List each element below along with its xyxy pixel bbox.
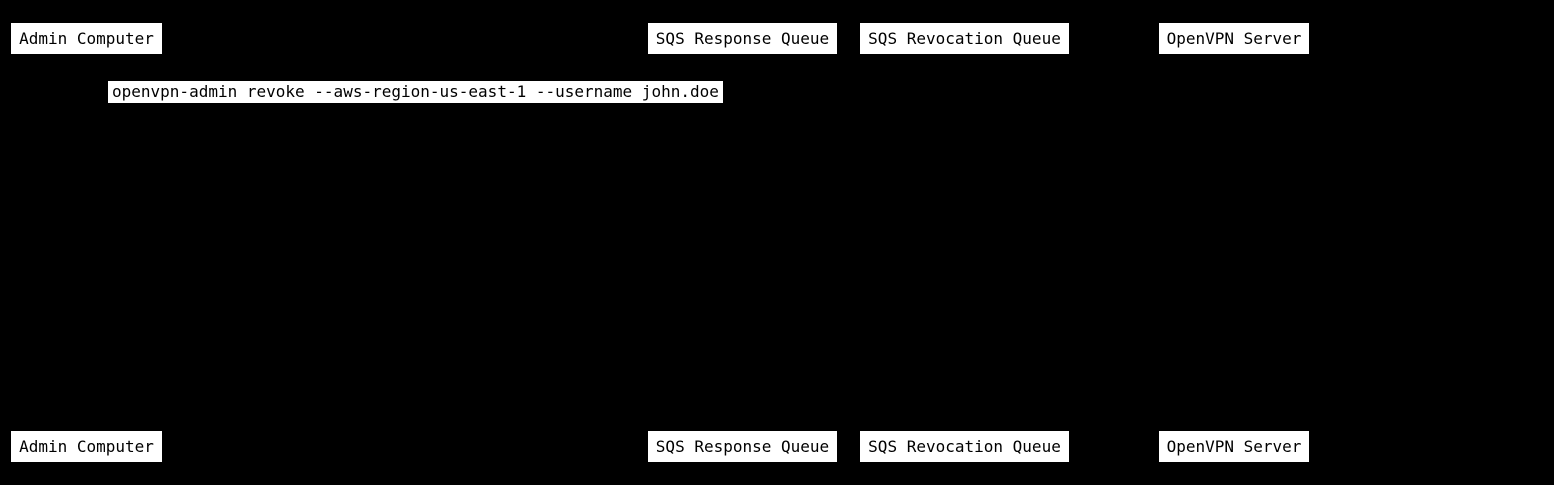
lifeline-openvpn-server (1234, 55, 1235, 430)
participant-label: SQS Revocation Queue (868, 436, 1061, 456)
message-label-revoke-command: openvpn-admin revoke --aws-region-us-eas… (108, 81, 723, 103)
lifeline-sqs-revocation-queue (964, 55, 965, 430)
participant-label: SQS Response Queue (655, 436, 830, 456)
participant-box-sqs-response-queue-bottom: SQS Response Queue (647, 430, 838, 463)
participant-box-openvpn-server-bottom: OpenVPN Server (1158, 430, 1310, 463)
participant-box-sqs-response-queue-top: SQS Response Queue (647, 22, 838, 55)
participant-box-admin-computer-top: Admin Computer (10, 22, 163, 55)
lifeline-admin-computer (86, 55, 87, 430)
participant-label: Admin Computer (19, 436, 154, 456)
participant-box-openvpn-server-top: OpenVPN Server (1158, 22, 1310, 55)
lifeline-sqs-response-queue (742, 55, 743, 430)
participant-box-sqs-revocation-queue-bottom: SQS Revocation Queue (859, 430, 1070, 463)
participant-label: OpenVPN Server (1166, 436, 1302, 456)
participant-label: OpenVPN Server (1166, 28, 1302, 48)
participant-label: Admin Computer (19, 28, 154, 48)
participant-box-sqs-revocation-queue-top: SQS Revocation Queue (859, 22, 1070, 55)
participant-box-admin-computer-bottom: Admin Computer (10, 430, 163, 463)
participant-label: SQS Revocation Queue (868, 28, 1061, 48)
message-text: openvpn-admin revoke --aws-region-us-eas… (112, 82, 719, 101)
participant-label: SQS Response Queue (655, 28, 830, 48)
